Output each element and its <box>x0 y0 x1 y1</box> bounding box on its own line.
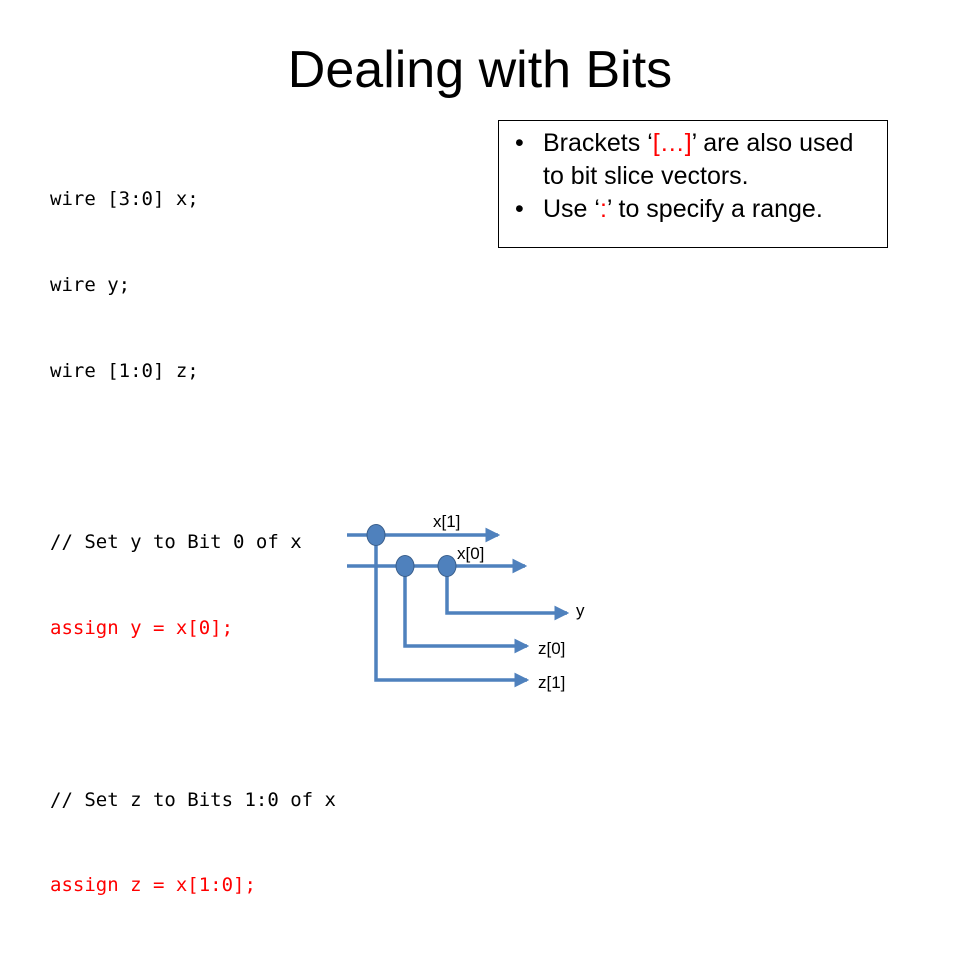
bullet-highlight: […] <box>652 129 692 157</box>
bullet-dot: • <box>515 195 524 223</box>
bullet-text: Use ‘ <box>543 195 600 223</box>
label-x0: x[0] <box>457 544 484 563</box>
wire-z0 <box>403 566 530 654</box>
label-x1: x[1] <box>433 512 460 531</box>
bit-slice-diagram: x[1] x[0] y z[0] z[1] <box>347 512 585 692</box>
code-assign-y: assign y = x[0]; <box>50 617 234 640</box>
wire-z1 <box>374 535 530 688</box>
bullet-dot: • <box>515 129 524 157</box>
tap-node-x0-z <box>395 555 415 577</box>
code-assign-z: assign z = x[1:0]; <box>50 874 256 897</box>
bullet-text: ’ to specify a range. <box>606 195 823 223</box>
code-comment: // Set z to Bits 1:0 of x <box>50 788 336 811</box>
code-line: wire [1:0] z; <box>50 359 199 382</box>
code-line: wire [3:0] x; <box>50 188 199 211</box>
label-y: y <box>576 601 585 620</box>
bullet-text: ’ are also used to bit slice vectors. <box>543 129 854 190</box>
code-line: wire y; <box>50 273 131 296</box>
callout-box: • Brackets ‘[…]’ are also used to bit sl… <box>498 120 888 248</box>
label-z1: z[1] <box>538 673 565 692</box>
label-z0: z[0] <box>538 639 565 658</box>
tap-node-x0-y <box>437 555 457 577</box>
wire-y <box>445 566 570 621</box>
bullet-text: Brackets ‘ <box>543 129 653 157</box>
bullet-highlight: : <box>599 195 607 223</box>
callout-bullet-brackets: • Brackets ‘[…]’ are also used to bit sl… <box>509 127 877 193</box>
callout-bullet-range: • Use ‘:’ to specify a range. <box>509 193 877 226</box>
code-comment: // Set y to Bit 0 of x <box>50 531 302 554</box>
slide-title: Dealing with Bits <box>287 41 673 99</box>
slide: Dealing with Bits wire [3:0] x; wire y; … <box>50 41 888 896</box>
tap-node-x1 <box>366 524 386 546</box>
